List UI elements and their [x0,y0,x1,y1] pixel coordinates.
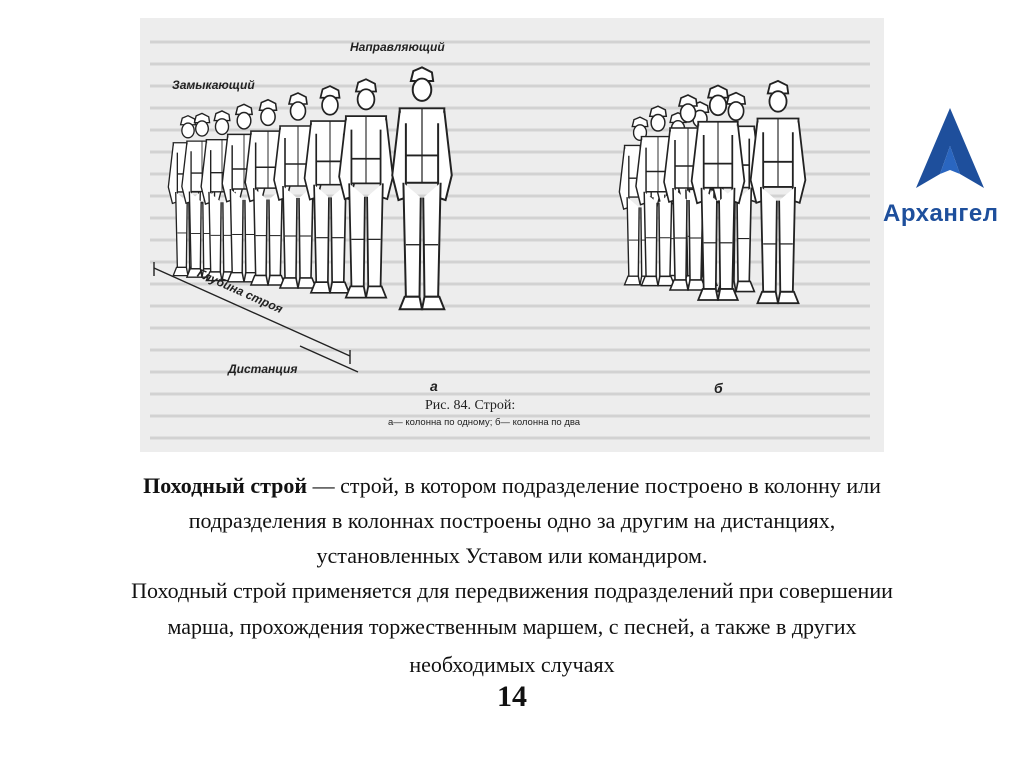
soldiers-illustration [150,40,870,440]
leader-label: Направляющий [350,40,445,54]
figure-subcaption: а— колонна по одному; б— колонна по два [388,417,581,428]
definition-line-3: установленных Уставом или командиром. [316,543,708,568]
archangel-logo-icon [916,108,984,188]
closer-label: Замыкающий [172,78,255,92]
definition-line-1: Походный строй — строй, в котором подраз… [0,468,1024,503]
usage-line-1: Походный строй применяется для передвиже… [131,578,893,603]
formation-figure: Направляющий Замыкающий Глубина строя Ди… [140,18,884,452]
definition-block: Походный строй — строй, в котором подраз… [0,468,1024,684]
logo-name: Архангел [883,200,999,227]
definition-rest: — строй, в котором подразделение построе… [307,473,881,498]
figure-caption: Рис. 84. Строй: [425,398,516,413]
usage-line-3: необходимых случаях [409,652,615,677]
usage-line-2: марша, прохождения торжественным маршем,… [167,614,857,639]
definition-term: Походный строй [143,473,308,498]
panel-a-label: а [430,378,438,394]
distance-label: Дистанция [228,362,298,376]
definition-line-2: подразделения в колоннах построены одно … [188,508,836,533]
panel-b-label: б [714,380,723,396]
page-number: 14 [497,680,527,713]
